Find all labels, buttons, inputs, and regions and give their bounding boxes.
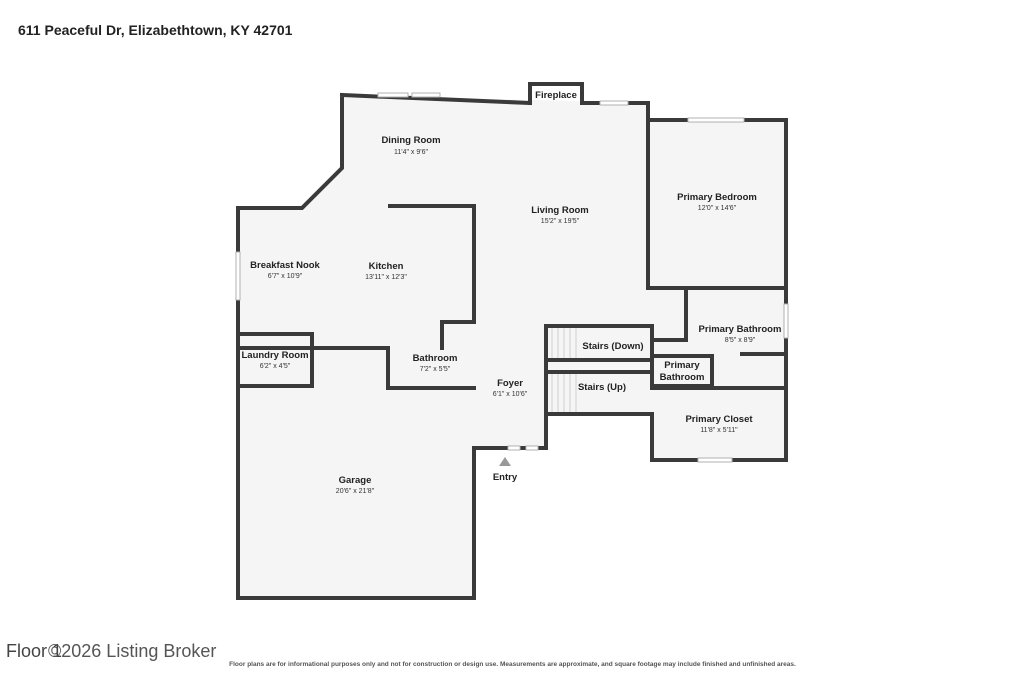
room-name-primary-closet: Primary Closet <box>685 414 753 425</box>
room-name-kitchen: Kitchen <box>369 261 404 272</box>
room-name-living: Living Room <box>531 205 589 216</box>
room-dims-primary-bathroom: 8'5" x 8'9" <box>725 337 756 344</box>
windows <box>235 92 789 463</box>
disclaimer-text: Floor plans are for informational purpos… <box>229 661 796 668</box>
broker-watermark: ©2026 Listing Broker <box>48 641 217 661</box>
room-dims-primary-closet: 11'8" x 5'11" <box>700 427 738 434</box>
room-name-primary-bathroom: Primary Bathroom <box>699 324 782 335</box>
room-dims-foyer: 6'1" x 10'6" <box>493 391 528 398</box>
room-dims-living: 15'2" x 19'5" <box>541 218 580 225</box>
room-name-foyer: Foyer <box>497 378 523 389</box>
room-name-breakfast-nook: Breakfast Nook <box>250 260 320 271</box>
fireplace-label: Fireplace <box>535 90 577 101</box>
primary-bath-small-label-1: Primary <box>664 360 700 371</box>
entry-arrow-icon <box>499 457 511 466</box>
stairs-steps <box>551 328 577 412</box>
room-dims-primary-bedroom: 12'0" x 14'6" <box>698 205 737 212</box>
stairs-up-label: Stairs (Up) <box>578 382 626 393</box>
primary-bath-small-label-2: Bathroom <box>660 372 705 383</box>
address-title: 611 Peaceful Dr, Elizabethtown, KY 42701 <box>18 22 293 38</box>
floor-label: Floor 1 <box>6 641 63 661</box>
room-name-dining: Dining Room <box>381 135 440 146</box>
room-dims-laundry: 6'2" x 4'5" <box>260 363 291 370</box>
walls <box>236 82 788 600</box>
room-name-laundry: Laundry Room <box>241 350 308 361</box>
room-dims-garage: 20'6" x 21'8" <box>336 488 375 495</box>
room-dims-breakfast-nook: 6'7" x 10'9" <box>268 273 303 280</box>
stairs-down-label: Stairs (Down) <box>582 341 643 352</box>
room-name-bathroom: Bathroom <box>413 353 458 364</box>
room-dims-dining: 11'4" x 9'6" <box>394 149 428 156</box>
room-dims-bathroom: 7'2" x 5'5" <box>420 366 451 373</box>
room-dims-kitchen: 13'11" x 12'3" <box>365 274 407 281</box>
room-name-garage: Garage <box>339 475 372 486</box>
entry-label: Entry <box>493 472 518 483</box>
room-name-primary-bedroom: Primary Bedroom <box>677 192 757 203</box>
